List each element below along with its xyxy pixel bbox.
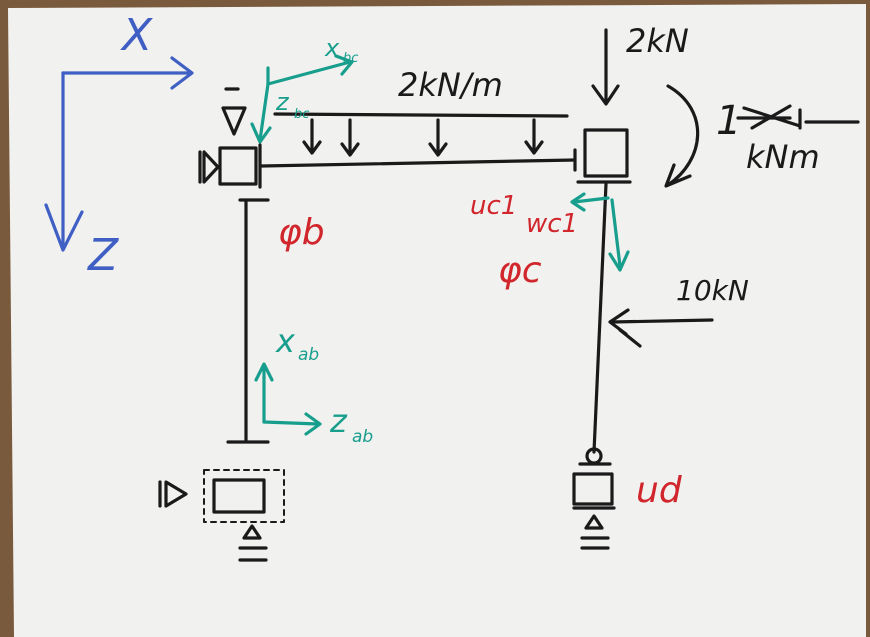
column-local-z-subscript: ab	[352, 427, 373, 447]
moment-load-unit: kNm	[746, 138, 820, 176]
horizontal-load-label: 10kN	[676, 274, 749, 307]
displacement-u-c1-label: uc1	[470, 191, 517, 221]
joint-c	[583, 128, 629, 178]
dof-arrows-c1	[570, 192, 630, 272]
beam-bc	[260, 158, 577, 168]
beam-local-z-label: z	[275, 88, 290, 116]
global-x-axis-label: X	[120, 10, 153, 61]
column-cd	[592, 182, 608, 454]
column-local-z-label: z	[329, 402, 348, 440]
frame-structure	[158, 28, 714, 562]
moment-load-value: 1	[716, 98, 741, 144]
global-axes	[44, 56, 194, 252]
moment-scribble	[736, 104, 860, 130]
beam-local-x-subscript: bc	[343, 51, 358, 66]
distributed-load-label: 2kN/m	[398, 66, 503, 104]
rotation-c-label: φc	[498, 250, 542, 291]
global-z-axis-label: Z	[87, 230, 119, 281]
joint-b	[218, 146, 258, 186]
point-load-label: 2kN	[626, 22, 689, 60]
displacement-u-d-label: ud	[636, 470, 683, 511]
support-d	[572, 472, 614, 506]
column-local-x-label: x	[275, 322, 296, 360]
support-a	[212, 478, 266, 514]
local-axes-column	[254, 362, 322, 436]
beam-bc-top	[273, 112, 569, 118]
column-local-x-subscript: ab	[298, 345, 319, 365]
beam-local-z-subscript: bc	[294, 107, 309, 122]
displacement-w-c1-label: wc1	[526, 209, 578, 239]
local-axes-beam	[250, 54, 354, 144]
rotation-b-label: φb	[278, 212, 325, 253]
beam-local-x-label: x	[324, 34, 340, 62]
